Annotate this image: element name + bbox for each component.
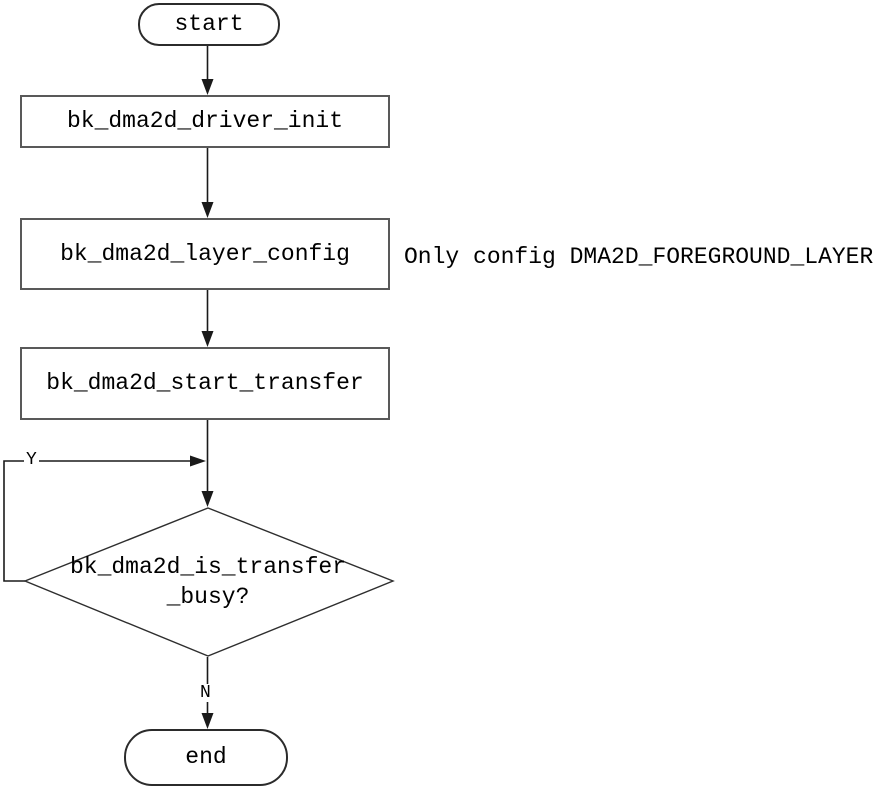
arrowhead-driver-init	[201, 79, 214, 95]
process-box-driver-init: bk_dma2d_driver_init	[20, 95, 390, 148]
process-box-start-transfer: bk_dma2d_start_transfer	[20, 347, 390, 420]
branch-label-no: N	[198, 683, 213, 703]
branch-label-yes: Y	[24, 450, 39, 470]
arrowhead-decision	[201, 491, 214, 507]
connector-yes-loop	[3, 460, 191, 582]
process-box-start-transfer-label: bk_dma2d_start_transfer	[46, 370, 364, 396]
end-node: end	[124, 729, 288, 786]
process-box-layer-config: bk_dma2d_layer_config	[20, 218, 390, 290]
end-node-label: end	[185, 744, 227, 770]
arrowhead-start-transfer	[201, 331, 214, 347]
arrowhead-layer-config	[201, 202, 214, 218]
arrowhead-end	[201, 713, 214, 729]
arrowhead-yes-loop	[190, 455, 206, 467]
start-node-label: start	[174, 11, 244, 37]
layer-config-annotation: Only config DMA2D_FOREGROUND_LAYER	[404, 244, 874, 270]
start-node: start	[138, 3, 280, 46]
decision-diamond-shape	[23, 507, 395, 657]
decision-label-line1: bk_dma2d_is_transfer	[69, 554, 347, 580]
process-box-layer-config-label: bk_dma2d_layer_config	[60, 241, 350, 267]
decision-label-line2: _busy?	[166, 584, 250, 610]
process-box-driver-init-label: bk_dma2d_driver_init	[66, 108, 344, 134]
decision-diamond-label: bk_dma2d_is_transfer _busy?	[60, 552, 356, 612]
